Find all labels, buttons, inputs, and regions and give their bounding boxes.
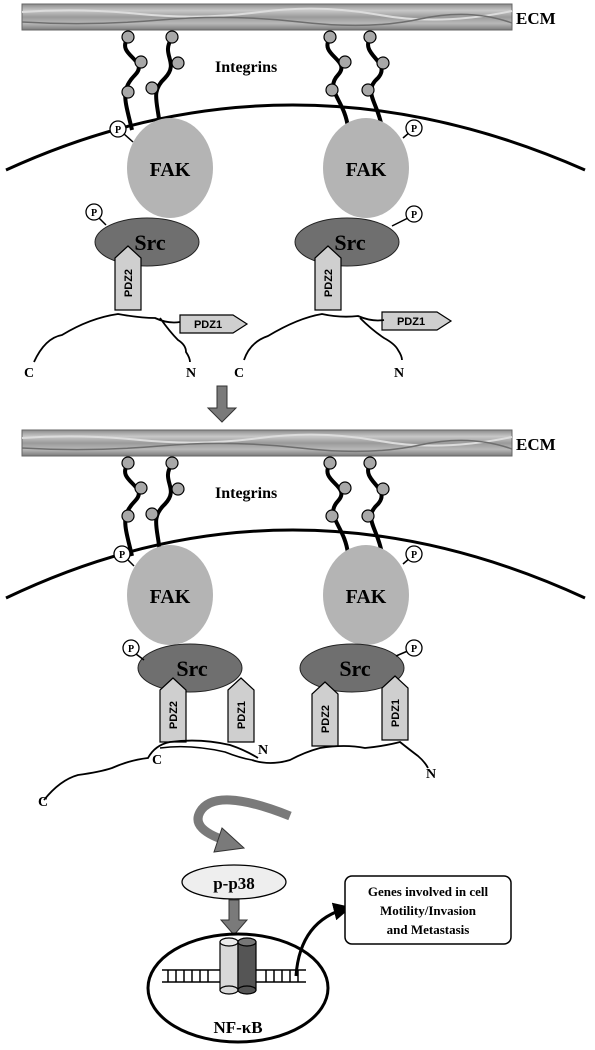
svg-text:P: P [411,124,417,135]
phospho-src-right: P [391,205,423,227]
n-terminus-bottom-right: N [426,767,436,782]
src-left-label: Src [176,656,208,681]
integrin-beads-left [121,30,185,99]
fak-left [127,118,213,218]
fak-right-label: FAK [346,159,387,181]
phospho-src-left: P [85,203,107,226]
src-right-label: Src [339,656,371,681]
phospho-fak-left: P [113,545,135,567]
pdz1-left: PDZ1 [179,314,249,334]
ecm-fiber [21,13,513,27]
bottom-panel: ECM Integrins FAK FAK P [5,429,586,1044]
phospho-src-left: P [122,639,145,661]
fak-right-label: FAK [346,586,387,608]
genes-line2: Motility/Invasion [380,903,477,918]
protein-chain-bottom-left [43,739,259,801]
cell-membrane [5,528,586,600]
c-terminus-right: C [234,366,244,381]
curved-signal-arrow [193,795,292,847]
nfkb-complex [219,937,257,995]
pdz2-right: PDZ2 [314,245,342,311]
pdz1-right: PDZ1 [381,311,453,331]
svg-text:P: P [411,550,417,561]
fak-left-label: FAK [150,159,191,181]
svg-text:P: P [411,210,417,221]
src-right [299,643,405,693]
pdz1-bottom-left: PDZ1 [227,677,255,743]
integrins-label: Integrins [215,485,277,502]
svg-text:P: P [411,644,417,655]
cell-membrane [5,103,586,172]
p38-down-arrow [219,899,249,936]
svg-text:P: P [91,208,97,219]
svg-text:PDZ1: PDZ1 [397,316,425,328]
src-left-label: Src [134,230,166,255]
gene-expression-arrow [294,902,352,977]
integrin-right [325,462,384,555]
pdz2-bottom-left: PDZ2 [159,677,187,743]
svg-text:PDZ2: PDZ2 [320,705,332,733]
pdz2-bottom-right: PDZ2 [311,681,339,747]
c-terminus-bottom-mid: C [152,753,162,768]
integrin-right [325,36,384,129]
svg-text:PDZ2: PDZ2 [123,269,135,297]
genes-box [344,875,512,945]
curved-signal-arrowhead [213,827,246,853]
svg-text:P: P [128,644,134,655]
ecm-bar [21,3,513,31]
integrin-beads-right [323,456,390,523]
phospho-fak-right: P [402,119,423,139]
top-panel: ECM Integrins FAK FAK [5,3,586,381]
genes-line3: and Metastasis [387,922,470,937]
phospho-fak-left: P [109,120,134,143]
fak-left [127,545,213,645]
ecm-bar [21,429,513,457]
protein-chain-bottom-right [251,741,429,769]
fak-right [323,118,409,218]
integrin-beads-right [323,30,390,97]
ecm-fiber [21,439,513,453]
genes-line1: Genes involved in cell [368,884,489,899]
integrin-beads-left [121,456,185,523]
n-terminus-right: N [394,366,404,381]
svg-text:PDZ2: PDZ2 [323,269,335,297]
ecm-label: ECM [516,9,556,28]
c-terminus-left: C [24,366,34,381]
svg-text:P: P [119,550,125,561]
svg-text:P: P [115,125,121,136]
integrin-left [123,462,174,557]
integrins-label: Integrins [215,59,277,76]
integrin-left [123,36,174,131]
pdz2-left: PDZ2 [114,245,142,311]
src-right-label: Src [334,230,366,255]
c-terminus-bottom-left: C [38,795,48,810]
fak-left-label: FAK [150,586,191,608]
phospho-src-right: P [395,639,423,657]
protein-chain-bottom-left-inner [159,745,253,761]
p38-oval [181,864,287,900]
phospho-fak-right: P [402,545,423,565]
protein-chain-left [33,313,191,363]
pdz1-bottom-right: PDZ1 [381,675,409,741]
svg-text:PDZ1: PDZ1 [194,319,222,331]
src-left [137,643,243,693]
n-terminus-left: N [186,366,196,381]
transition-arrow [206,385,238,423]
p38-label: p-p38 [213,874,255,893]
svg-text:PDZ2: PDZ2 [168,701,180,729]
ecm-label: ECM [516,435,556,454]
n-terminus-bottom-mid: N [258,743,268,758]
svg-text:PDZ1: PDZ1 [390,699,402,727]
nfkb-label: NF-κB [213,1018,262,1037]
svg-text:PDZ1: PDZ1 [236,701,248,729]
fak-right [323,545,409,645]
protein-chain-right [243,313,403,361]
